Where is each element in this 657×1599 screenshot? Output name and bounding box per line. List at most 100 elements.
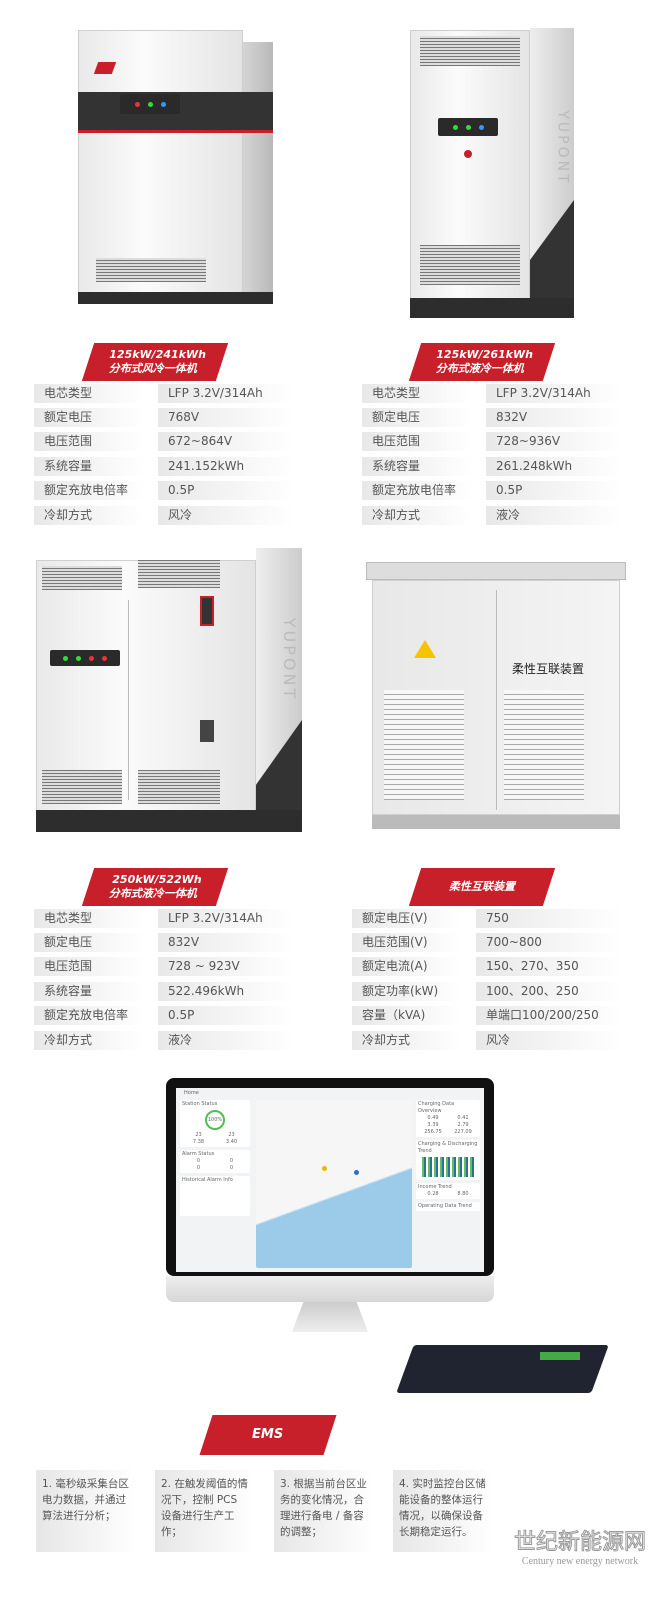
warning-icon [414,640,436,658]
watermark: 世纪新能源网 Century new energy network [513,1530,646,1568]
spec-label: 额定充放电倍率 [34,481,144,501]
spec-row: 额定充放电倍率 0.5P [362,479,622,503]
map [256,1100,412,1268]
spec-label: 电芯类型 [34,908,144,928]
spec-row: 额定电压 832V [362,405,622,429]
spec-row: 电压范围 728~936V [362,430,622,454]
spec-label: 系统容量 [362,456,472,476]
spec-value: 液冷 [158,1030,294,1050]
spec-row: 冷却方式液冷 [34,1028,294,1052]
spec-label: 冷却方式 [34,1030,144,1050]
spec-label: 电压范围 [362,432,472,452]
spec-value: 522.496kWh [158,981,294,1001]
spec-row: 电压范围(V)700~800 [352,930,622,954]
spec-label: 额定电压(V) [352,908,462,928]
charging-trend-card: Charging & Discharging Trend [416,1140,480,1180]
brand-side-text: YUPONT [280,617,300,702]
spec-value: 728~936V [486,432,622,452]
spec-row: 额定充放电倍率 0.5P [34,479,294,503]
spec-value: 0.5P [158,1006,294,1026]
spec-value: 832V [486,408,622,428]
spec-table: 电芯类型 LFP 3.2V/314Ah 额定电压 832V 电压范围 728 ~ 923V… [34,906,294,1052]
spec-label: 电芯类型 [34,383,144,403]
spec-value: 768V [158,408,294,428]
spec-value: 单端口100/200/250 [476,1006,622,1026]
spec-value: 672~864V [158,432,294,452]
spec-label: 额定电压 [362,408,472,428]
spec-label: 冷却方式 [362,505,472,525]
spec-row: 电芯类型 LFP 3.2V/314Ah [362,381,622,405]
spec-row: 额定电压 832V [34,930,294,954]
spec-label: 电压范围(V) [352,933,462,953]
spec-row: 额定电压(V) 750 [352,906,622,930]
spec-label: 额定功率(kW) [352,981,462,1001]
spec-value: LFP 3.2V/314Ah [158,383,294,403]
map-marker [354,1170,359,1175]
spec-value: 241.152kWh [158,456,294,476]
spec-label: 容量（kVA) [352,1006,462,1026]
spec-row: 系统容量 522.496kWh [34,979,294,1003]
spec-row: 额定功率(kW) 100、200、250 [352,979,622,1003]
device-label: 柔性互联装置 [512,662,585,676]
ems-feature: 4. 实时监控台区储能设备的整体运行情况，以确保设备长期稳定运行。 [393,1470,493,1552]
product-title-banner: 柔性互联装置 [408,868,556,906]
spec-row: 额定充放电倍率 0.5P [34,1004,294,1028]
spec-label: 额定电压 [34,933,144,953]
spec-value: 750 [476,908,622,928]
spec-row: 电芯类型 LFP 3.2V/314Ah [34,906,294,930]
trend-bars [422,1157,474,1177]
spec-label: 系统容量 [34,456,144,476]
terminal-block [540,1352,580,1360]
spec-value: 0.5P [158,481,294,501]
spec-value: 100、200、250 [476,981,622,1001]
spec-row: 电芯类型 LFP 3.2V/314Ah [34,381,294,405]
spec-label: 电压范围 [34,432,144,452]
spec-row: 冷却方式风冷 [34,503,294,527]
ems-title-banner: EMS [199,1415,337,1455]
spec-row: 冷却方式风冷 [352,1028,622,1052]
spec-row: 额定电流(A) 150、270、350 [352,955,622,979]
spec-label: 电芯类型 [362,383,472,403]
spec-value: 风冷 [158,505,294,525]
spec-row: 系统容量 241.152kWh [34,454,294,478]
spec-value: 261.248kWh [486,456,622,476]
spec-value: 风冷 [476,1030,622,1050]
spec-value: 832V [158,933,294,953]
brand-side-text: YUPONT [554,110,571,186]
spec-label: 冷却方式 [34,505,144,525]
spec-label: 系统容量 [34,981,144,1001]
spec-label: 冷却方式 [352,1030,462,1050]
spec-value: 728 ~ 923V [158,957,294,977]
operating-trend-card: Operating Data Trend [416,1202,480,1211]
historical-alarm-card: Historical Alarm Info [180,1176,250,1216]
spec-label: 电压范围 [34,957,144,977]
screen-home-label: Home [184,1090,199,1096]
spec-label: 额定充放电倍率 [34,1006,144,1026]
spec-value: 0.5P [486,481,622,501]
spec-row: 容量（kVA) 单端口100/200/250 [352,1004,622,1028]
spec-row: 电压范围 672~864V [34,430,294,454]
spec-value: 150、270、350 [476,957,622,977]
spec-row: 电压范围 728 ~ 923V [34,955,294,979]
ems-feature: 1. 毫秒级采集台区电力数据，并通过算法进行分析； [36,1470,136,1552]
spec-row: 冷却方式液冷 [362,503,622,527]
spec-label: 额定充放电倍率 [362,481,472,501]
map-marker [322,1166,327,1171]
spec-value: LFP 3.2V/314Ah [486,383,622,403]
ems-feature: 2. 在触发阈值的情况下，控制 PCS 设备进行生产工作； [155,1470,255,1552]
spec-value: LFP 3.2V/314Ah [158,908,294,928]
ems-feature: 3. 根据当前台区业务的变化情况，合理进行备电 / 备容的调整； [274,1470,374,1552]
spec-row: 系统容量 261.248kWh [362,454,622,478]
spec-label: 额定电流(A) [352,957,462,977]
